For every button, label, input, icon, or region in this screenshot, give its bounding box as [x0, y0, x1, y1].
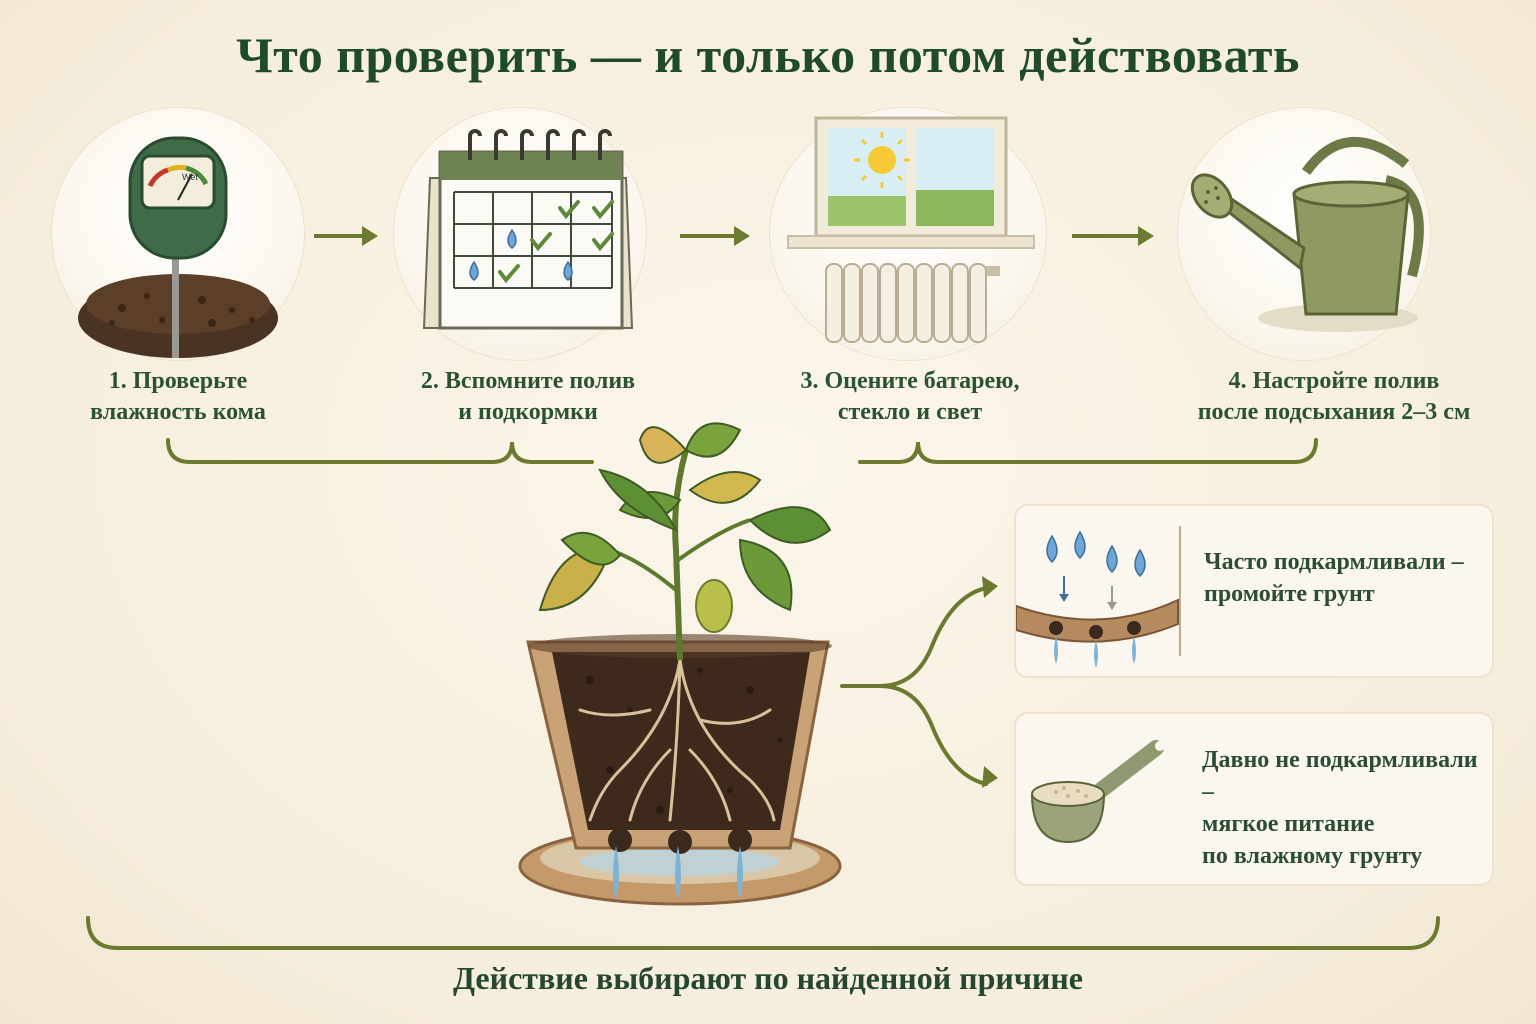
step-4-line1: 4. Настройте полив: [1228, 368, 1440, 394]
meter-dial-label: Wet: [182, 172, 198, 182]
step-4-circle: [1178, 108, 1430, 360]
calendar-icon: [422, 129, 634, 330]
option-flush-line2: промойте грунт: [1204, 581, 1375, 607]
step-4-line2: после подсыхания 2–3 см: [1197, 399, 1471, 425]
option-flush-text: Часто подкармливали – промойте грунт: [1204, 546, 1464, 610]
step-2-line2: и подкормки: [458, 399, 598, 425]
step-1-line2: влажность кома: [90, 399, 266, 425]
option-feed-line3: по влажному грунту: [1202, 843, 1423, 869]
step-3-circle: [770, 108, 1046, 360]
watering-can-icon: [1190, 137, 1424, 332]
step-3-label: 3. Оцените батарею, стекло и свет: [760, 366, 1060, 428]
step-2-line1: 2. Вспомните полив: [420, 368, 636, 394]
step-3-line1: 3. Оцените батарею,: [800, 368, 1020, 394]
step-1-circle: Wet: [52, 108, 304, 360]
option-flush-line1: Часто подкармливали –: [1204, 549, 1464, 575]
option-feed-line2: мягкое питание: [1202, 811, 1375, 837]
window-radiator-icon: [787, 116, 1035, 343]
step-1-line1: 1. Проверьте: [108, 368, 248, 394]
option-feed-text: Давно не подкармливали – мягкое питание …: [1202, 744, 1492, 872]
fertilizer-scoop-icon: [1030, 740, 1165, 844]
step-2-circle: [394, 108, 646, 360]
step-3-line2: стекло и свет: [837, 399, 983, 425]
step-1-label: 1. Проверьте влажность кома: [28, 366, 328, 428]
page-title: Что проверить — и только потом действова…: [236, 27, 1300, 83]
footer-caption: Действие выбирают по найденной причине: [453, 960, 1083, 996]
soil-moisture-meter-icon: Wet: [78, 136, 278, 358]
lemon-plant-pot-illustration: [518, 422, 842, 906]
option-feed-line1: Давно не подкармливали –: [1202, 747, 1478, 805]
flushing-soil-icon: [1016, 526, 1181, 668]
step-2-label: 2. Вспомните полив и подкормки: [378, 366, 678, 428]
brace-right: [858, 438, 1318, 464]
option-card-flush: Часто подкармливали – промойте грунт: [1014, 504, 1494, 678]
step-4-label: 4. Настройте полив после подсыхания 2–3 …: [1184, 366, 1484, 428]
option-card-feed: Давно не подкармливали – мягкое питание …: [1014, 712, 1494, 886]
